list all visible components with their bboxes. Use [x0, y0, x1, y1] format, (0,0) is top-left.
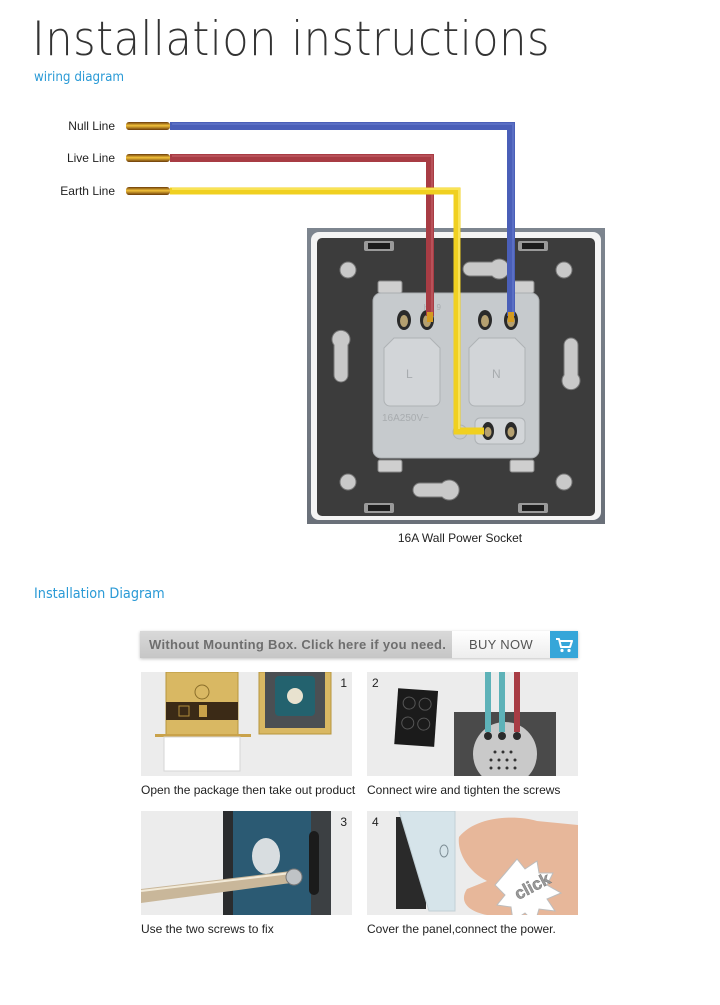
earth-wire: [170, 187, 484, 435]
step-1-caption: Open the package then take out product: [141, 783, 356, 797]
step-2-image: 2: [367, 672, 578, 776]
screwdriver-illustration: [141, 811, 331, 915]
terminal-l-label: L: [406, 367, 413, 381]
null-wire: [170, 122, 515, 316]
step-4-image: click 4: [367, 811, 578, 915]
step-3-image: 3: [141, 811, 352, 915]
step-3-number: 3: [340, 815, 347, 829]
wiring-diagram-subtitle: wiring diagram: [34, 70, 125, 85]
earth-wire-copper-end: [126, 187, 170, 195]
step-1-image: 1: [141, 672, 352, 776]
cover-panel-illustration: click: [396, 811, 578, 915]
wiring-step-illustration: [394, 672, 556, 776]
live-wire-copper-end: [126, 154, 170, 162]
package-illustration: [155, 672, 332, 772]
wiring-diagram: L N HZ 9 16A250V~: [126, 122, 605, 524]
live-line-label: Live Line: [66, 151, 115, 165]
step-2-caption: Connect wire and tighten the screws: [367, 783, 561, 797]
terminal-n-label: N: [492, 367, 501, 381]
shopping-cart-icon: [556, 637, 573, 652]
earth-line-label: Earth Line: [60, 184, 115, 198]
cart-button[interactable]: [550, 631, 578, 658]
step-4-caption: Cover the panel,connect the power.: [367, 922, 556, 936]
mounting-box-banner[interactable]: Without Mounting Box. Click here if you …: [140, 631, 578, 658]
step-4-number: 4: [372, 815, 379, 829]
buy-now-button[interactable]: BUY NOW: [452, 631, 550, 658]
null-line-label: Null Line: [68, 119, 115, 133]
step-1-number: 1: [340, 676, 347, 690]
step-2-number: 2: [372, 676, 379, 690]
socket-caption: 16A Wall Power Socket: [397, 531, 523, 545]
mounting-box-link[interactable]: Without Mounting Box. Click here if you …: [140, 631, 452, 658]
rating-text: 16A250V~: [382, 413, 429, 424]
null-wire-copper-end: [126, 122, 170, 130]
step-3-caption: Use the two screws to fix: [141, 922, 274, 936]
page-title: Installation instructions: [32, 12, 550, 67]
installation-diagram-heading: Installation Diagram: [34, 586, 165, 602]
live-wire: [170, 154, 434, 316]
